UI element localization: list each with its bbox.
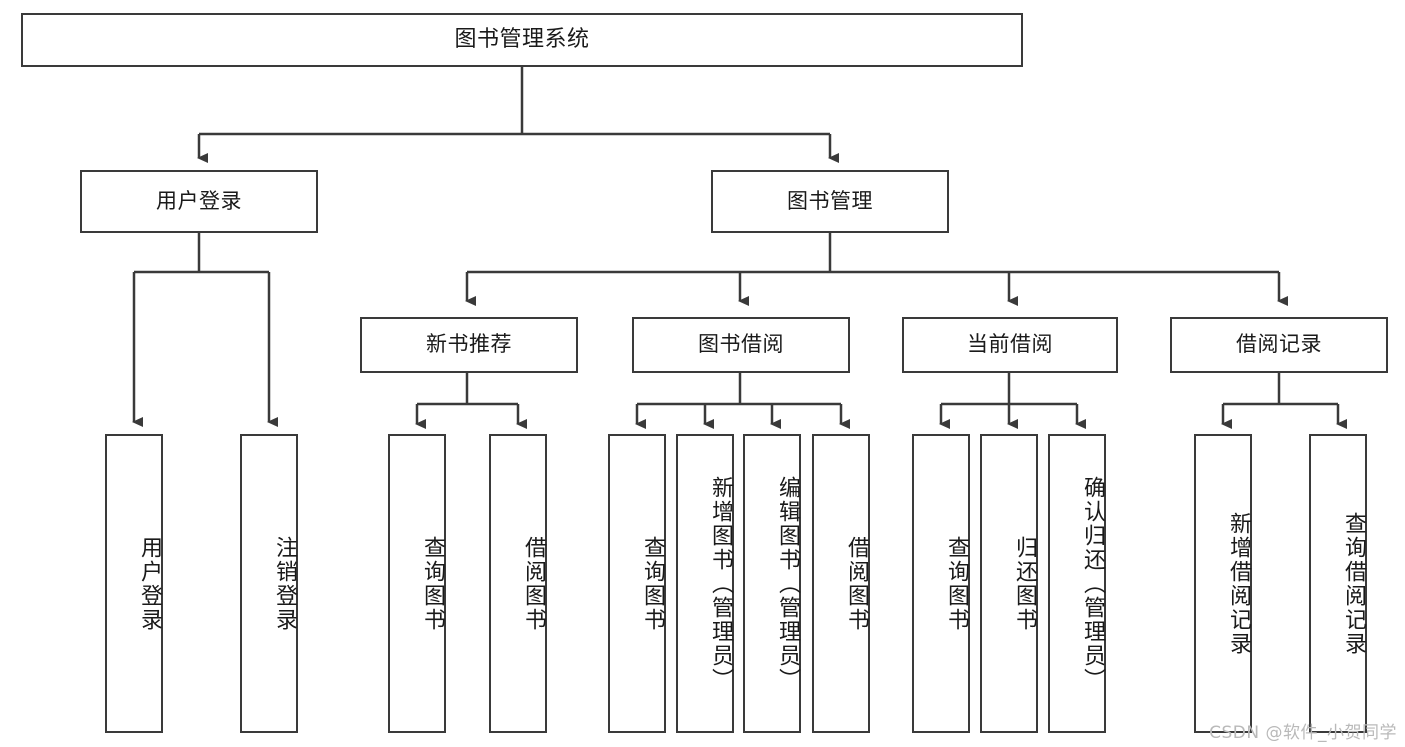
node-label: 用户登录 [137, 535, 162, 632]
node-leaf-borrow-book-new[interactable]: 借阅图书 [489, 434, 547, 733]
node-leaf-add-borrow-record[interactable]: 新增借阅记录 [1194, 434, 1252, 733]
node-leaf-borrow-book[interactable]: 借阅图书 [812, 434, 870, 733]
node-label: 图书管理 [787, 188, 873, 213]
node-new-book-recommend[interactable]: 新书推荐 [360, 317, 578, 373]
watermark: CSDN @软件_小贺同学 [1209, 723, 1397, 743]
node-label: 图书借阅 [698, 332, 784, 357]
node-leaf-query-book-new[interactable]: 查询图书 [388, 434, 446, 733]
node-label: 新书推荐 [426, 332, 512, 357]
node-label: 借阅记录 [1236, 332, 1322, 357]
node-leaf-query-book[interactable]: 查询图书 [608, 434, 666, 733]
node-leaf-return-book[interactable]: 归还图书 [980, 434, 1038, 733]
node-label: 图书管理系统 [454, 26, 590, 52]
node-label: 借阅图书 [844, 535, 869, 632]
node-label: 查询图书 [944, 535, 969, 632]
node-label: 用户登录 [156, 188, 242, 213]
node-label: 编辑图书（管理员） [775, 475, 800, 692]
node-label: 确认归还（管理员） [1080, 475, 1105, 692]
node-label: 注销登录 [272, 535, 297, 632]
node-user-login[interactable]: 用户登录 [80, 170, 318, 233]
node-label: 当前借阅 [967, 332, 1053, 357]
node-leaf-user-login[interactable]: 用户登录 [105, 434, 163, 733]
node-leaf-query-book-current[interactable]: 查询图书 [912, 434, 970, 733]
node-book-borrow[interactable]: 图书借阅 [632, 317, 850, 373]
node-leaf-query-borrow-record[interactable]: 查询借阅记录 [1309, 434, 1367, 733]
node-leaf-edit-book-admin[interactable]: 编辑图书（管理员） [743, 434, 801, 733]
node-label: 查询图书 [420, 535, 445, 632]
node-leaf-confirm-return-admin[interactable]: 确认归还（管理员） [1048, 434, 1106, 733]
node-label: 查询借阅记录 [1341, 511, 1366, 656]
node-leaf-logout[interactable]: 注销登录 [240, 434, 298, 733]
node-book-management[interactable]: 图书管理 [711, 170, 949, 233]
node-label: 借阅图书 [521, 535, 546, 632]
node-leaf-add-book-admin[interactable]: 新增图书（管理员） [676, 434, 734, 733]
node-root-book-management-system[interactable]: 图书管理系统 [21, 13, 1023, 67]
node-borrow-record[interactable]: 借阅记录 [1170, 317, 1388, 373]
node-label: 查询图书 [640, 535, 665, 632]
node-label: 新增借阅记录 [1226, 511, 1251, 656]
node-label: 新增图书（管理员） [708, 475, 733, 692]
node-label: 归还图书 [1012, 535, 1037, 632]
node-current-borrow[interactable]: 当前借阅 [902, 317, 1118, 373]
